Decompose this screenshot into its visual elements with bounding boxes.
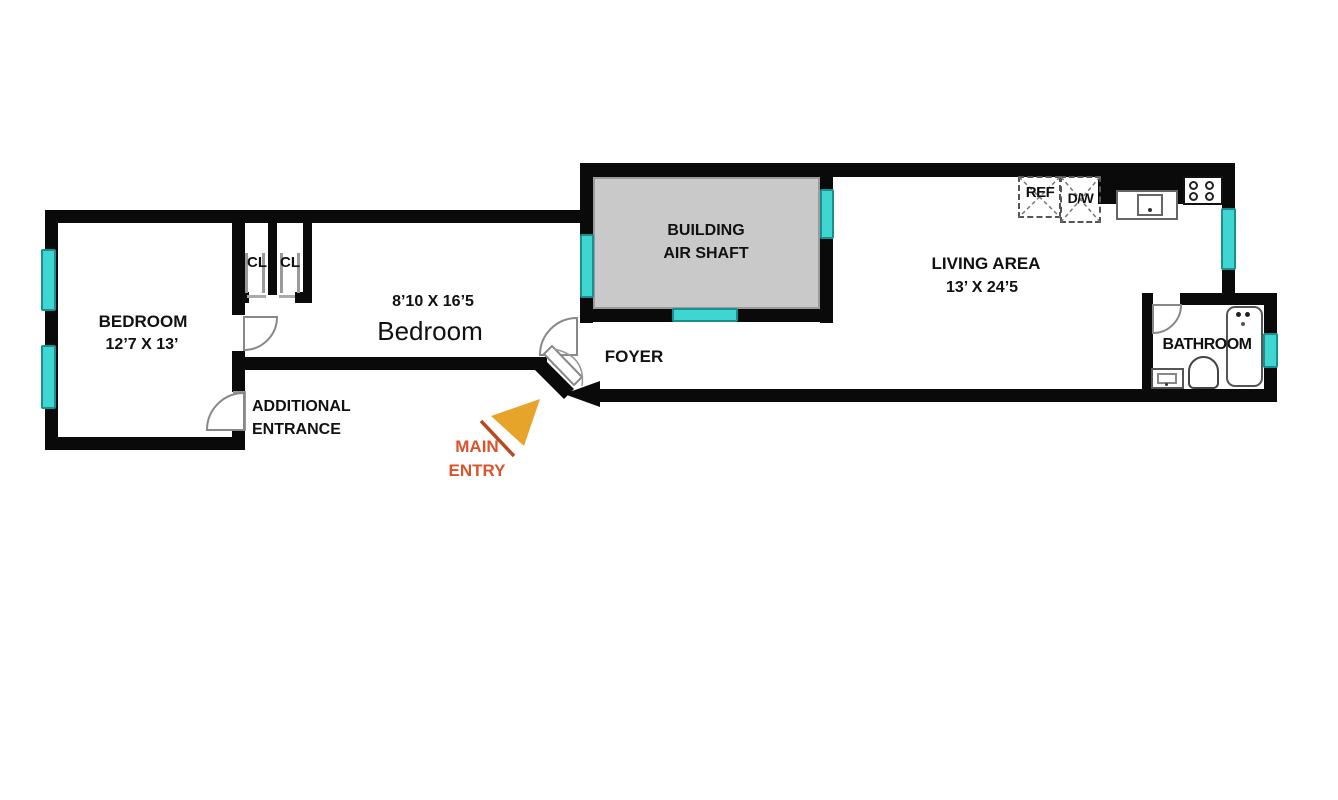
- ref-hatch: [1018, 176, 1061, 218]
- wall-top-right: [580, 163, 1235, 177]
- living-area-label: LIVING AREA: [931, 254, 1041, 273]
- additional-entrance-line1: ADDITIONAL: [252, 398, 351, 415]
- tub-drain-dot: [1241, 322, 1245, 326]
- refrigerator-label: REF: [1025, 184, 1055, 201]
- burner: [1189, 181, 1198, 190]
- main-entry-line2: ENTRY: [448, 461, 506, 480]
- window-bathroom-right: [1263, 333, 1278, 368]
- living-area-dims: 13’ X 24’5: [945, 279, 1019, 296]
- wall-arrowhead: [564, 381, 600, 407]
- wall-closet-stub-right: [295, 292, 312, 303]
- toilet: [1188, 356, 1219, 389]
- window-airshaft-left: [580, 234, 594, 298]
- wall-bathroom-left: [1142, 293, 1153, 402]
- bathroom-faucet-dot: [1165, 383, 1168, 386]
- closet-door-track: [297, 253, 300, 293]
- wall-closet-divider: [268, 210, 277, 295]
- dishwasher: [1060, 176, 1101, 223]
- main-entry-arrow: [491, 399, 540, 446]
- burner: [1189, 192, 1198, 201]
- additional-entrance-label: ADDITIONAL ENTRANCE: [252, 395, 351, 441]
- window-airshaft-bottom: [672, 308, 738, 322]
- dishwasher-label: D/W: [1067, 190, 1094, 206]
- bedroom-left-dims: 12’7 X 13’: [105, 336, 179, 353]
- window-living-right: [1221, 208, 1236, 270]
- kitchen-faucet-dot: [1148, 208, 1152, 212]
- wall-closet-stub-left: [232, 292, 249, 303]
- air-shaft-label: BUILDING AIR SHAFT: [606, 219, 806, 265]
- wall-bedroom-right-upper: [232, 210, 245, 315]
- door-arc-main-entry: [553, 348, 584, 387]
- window-airshaft-right: [820, 189, 834, 239]
- window-bedroom-upper: [41, 249, 56, 311]
- air-shaft-area: [593, 177, 820, 309]
- bedroom-middle-label: Bedroom: [377, 316, 483, 346]
- closet-door-track: [245, 253, 248, 293]
- main-entry-arrow-line: [479, 419, 516, 458]
- air-shaft-line1: BUILDING: [667, 222, 745, 239]
- tub-faucet-dot: [1245, 312, 1250, 317]
- air-shaft-line2: AIR SHAFT: [663, 245, 749, 262]
- closet-door-track: [280, 253, 283, 293]
- tub-faucet-dot: [1236, 312, 1241, 317]
- burner: [1205, 192, 1214, 201]
- additional-entrance-line2: ENTRANCE: [252, 421, 341, 438]
- wall-midbedroom-bottom: [232, 357, 547, 370]
- kitchen-sink-basin: [1137, 194, 1163, 216]
- wall-bottom-right: [597, 389, 1277, 402]
- wall-bottom-left: [45, 437, 245, 450]
- foyer-label: FOYER: [604, 347, 664, 366]
- stove: [1183, 176, 1223, 205]
- door-arc-additional-entrance: [205, 391, 245, 431]
- main-entry-label: MAIN ENTRY: [437, 435, 517, 483]
- bedroom-left-label: BEDROOM: [98, 312, 188, 331]
- wall-bedroom-right-lower: [232, 430, 245, 450]
- closet-door-track: [262, 253, 265, 293]
- door-arc-foyer: [538, 316, 578, 356]
- bathtub: [1226, 306, 1263, 387]
- closet-left-label: CL: [247, 254, 267, 271]
- closet-door-line: [247, 295, 266, 298]
- entry-angled-wall: [534, 359, 574, 399]
- bedroom-middle-dims: 8’10 X 16’5: [392, 293, 474, 310]
- door-arc-bathroom: [1152, 304, 1183, 335]
- burner: [1205, 181, 1214, 190]
- dw-hatch: [1060, 176, 1101, 223]
- wall-closet-right: [303, 210, 312, 303]
- window-bedroom-lower: [41, 345, 56, 409]
- wall-top-left: [45, 210, 593, 223]
- door-arc-bedroom: [243, 316, 279, 352]
- closet-right-label: CL: [280, 254, 300, 271]
- closet-door-line: [279, 295, 295, 298]
- bathroom-label: BATHROOM: [1162, 336, 1252, 353]
- main-entry-line1: MAIN: [455, 437, 499, 456]
- wall-bathroom-top-b: [1180, 293, 1277, 305]
